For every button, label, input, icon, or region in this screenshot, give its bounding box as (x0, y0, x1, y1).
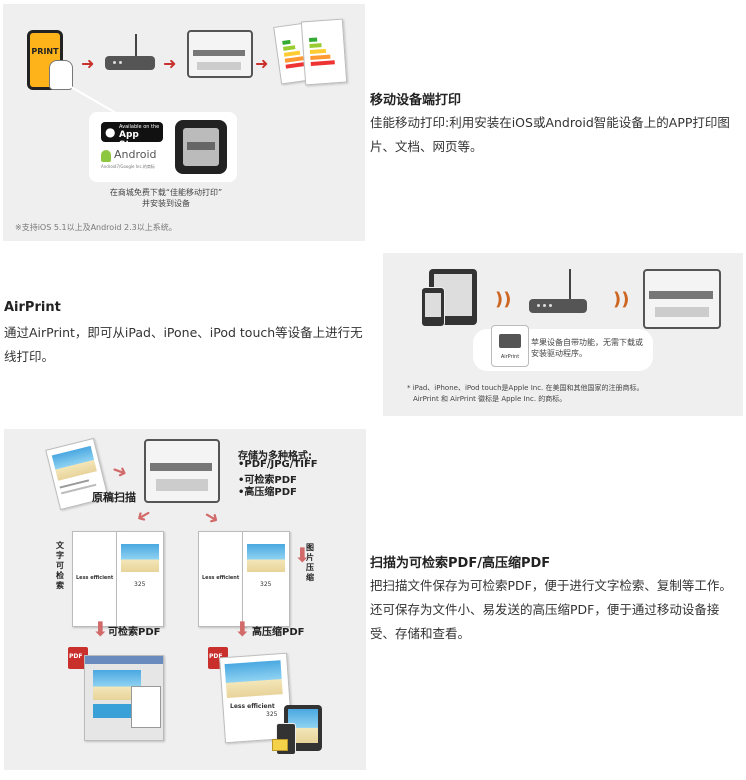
app-store-badge[interactable]: ● Available on the App Store (101, 122, 163, 150)
printed-page (300, 18, 348, 86)
scan-label: 原稿扫描 (92, 491, 136, 504)
airprint-note-2: AirPrint 和 AirPrint 徽标是 Apple Inc. 的商标。 (413, 395, 567, 403)
appstore-small-text: Available on the (119, 124, 160, 130)
save-title: 存储为多种格式: (238, 451, 312, 462)
doc-number: 325 (134, 581, 146, 588)
arrow-icon: ➜ (131, 502, 156, 529)
text-search-label: 文字可检索 (56, 541, 64, 590)
airprint-bubble: AirPrint 苹果设备自带功能，无需下载或安装驱动程序。 (473, 325, 653, 371)
text-layer-sheet (72, 531, 120, 627)
arrow-icon: ➜ (255, 54, 269, 73)
compressed-doc (242, 531, 290, 627)
down-arrow-icon: ⬇ (234, 617, 251, 641)
airprint-note-1: * iPad、iPhone、iPod touch是Apple Inc. 在美国和… (407, 384, 644, 392)
canon-app-icon (175, 120, 227, 174)
envelope-icon (272, 739, 288, 751)
airprint-panel: )) )) AirPrint 苹果设备自带功能，无需下载或安装驱动程序。 * i… (383, 253, 743, 416)
section2-title: AirPrint (4, 300, 61, 315)
doc-number: 325 (260, 581, 272, 588)
searchable-pdf-label: 可检索PDF (108, 627, 161, 638)
android-label: Android (114, 148, 157, 161)
printer-icon (643, 269, 721, 329)
apple-icon: ● (105, 125, 116, 139)
compressed-pdf-label: 高压缩PDF (252, 627, 305, 638)
download-line-1: 在商城免费下载“佳能移动打印” (109, 188, 223, 197)
store-box: ● Available on the App Store Android And… (89, 112, 237, 182)
printer-icon (187, 30, 253, 78)
airprint-icon-label: AirPrint (500, 354, 520, 360)
section1-body: 佳能移动打印:利用安装在iOS或Android智能设备上的APP打印图片、文档、… (370, 115, 730, 154)
format-item: •高压缩PDF (238, 487, 297, 498)
airprint-icon: AirPrint (491, 325, 529, 367)
section3-title: 扫描为可检索PDF/高压缩PDF (370, 556, 551, 571)
footnote: ※支持iOS 5.1以上及Android 2.3以上系统。 (15, 223, 177, 232)
appstore-label: App Store (119, 130, 147, 150)
android-badge[interactable]: Android Android7/Google Inc.的商标 (101, 148, 163, 172)
doc-title: Less efficient (202, 575, 240, 581)
doc-title: Less efficient (230, 703, 275, 710)
searchable-doc (116, 531, 164, 627)
format-item: •可检索PDF (238, 475, 297, 486)
arrow-icon: ➜ (163, 54, 177, 73)
down-arrow-icon: ⬇ (92, 617, 109, 641)
section3-body: 把扫描文件保存为可检索PDF，便于进行文字检索、复制等工作。还可保存为文件小、易… (370, 578, 732, 641)
doc-number: 325 (266, 711, 278, 718)
image-compress-label: 图片压缩 (306, 543, 314, 582)
pdf-viewer-window (84, 655, 164, 741)
scan-pdf-panel: ➜ 原稿扫描 存储为多种格式: •PDF/JPG/TIFF •可检索PDF •高… (4, 429, 366, 770)
pdf-tag-icon: PDF (68, 647, 88, 669)
router-icon (105, 34, 155, 70)
phone-small-icon (421, 287, 445, 327)
format-item: •PDF/JPG/TIFF (238, 459, 318, 470)
arrow-icon: ➜ (199, 504, 224, 531)
android-icon (101, 150, 111, 162)
doc-title: Less efficient (76, 575, 114, 581)
text-layer-sheet (198, 531, 246, 627)
printer-glyph-icon (499, 334, 521, 348)
scanner-printer-icon (144, 439, 220, 503)
pdf-tag-label: PDF (209, 653, 223, 660)
down-arrow-icon: ⬇ (294, 543, 311, 567)
android-subtext: Android7/Google Inc.的商标 (101, 164, 155, 169)
hand-icon (49, 60, 73, 90)
section2-body: 通过AirPrint，即可从iPad、iPone、iPod touch等设备上进… (4, 325, 363, 364)
arrow-icon: ➜ (81, 54, 95, 73)
wifi-waves-icon: )) (495, 289, 512, 310)
arrow-icon: ➜ (108, 459, 131, 484)
download-line-2: 并安装到设备 (142, 199, 190, 208)
pdf-tag-label: PDF (69, 653, 83, 660)
airprint-bubble-text: 苹果设备自带功能，无需下载或安装驱动程序。 (531, 338, 643, 358)
wifi-waves-icon: )) (613, 289, 630, 310)
section1-title: 移动设备端打印 (370, 93, 462, 108)
phone-print-label: PRINT (31, 47, 59, 56)
mobile-print-panel: PRINT ➜ ➜ ➜ ● Available on the App Store (3, 4, 365, 241)
router-icon (529, 269, 587, 313)
